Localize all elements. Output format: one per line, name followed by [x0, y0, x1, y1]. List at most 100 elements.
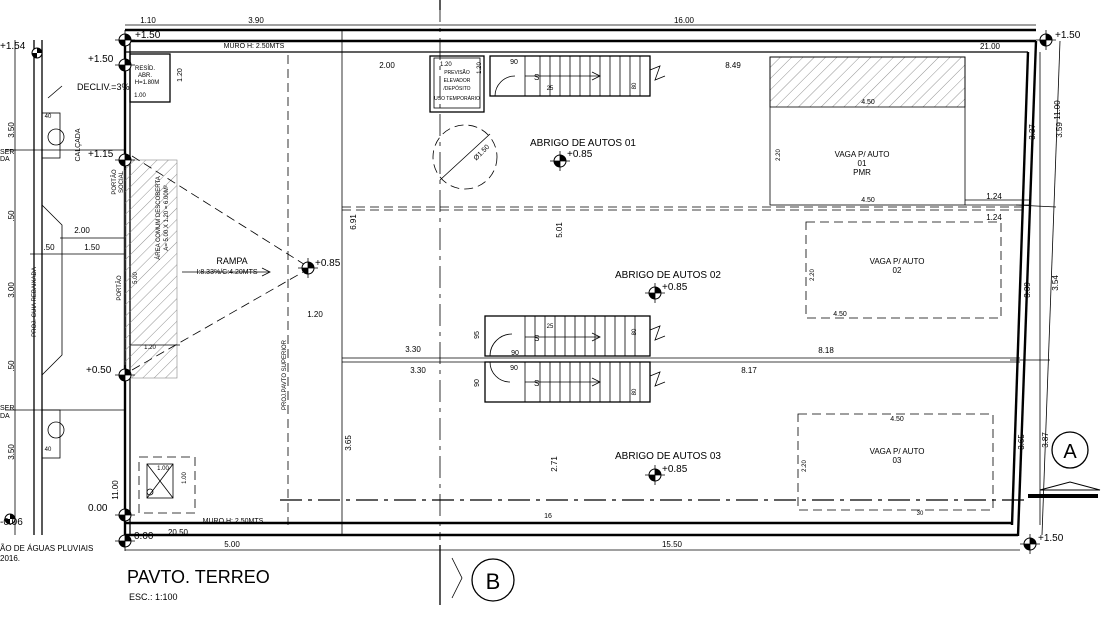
wall-note: MURO H: 2.50MTS: [203, 518, 264, 525]
level-text: +0.85: [662, 464, 688, 475]
stair-s: S: [534, 334, 539, 343]
dim-text: 3.54: [1051, 275, 1060, 291]
level-text: +1.50: [1038, 533, 1064, 544]
dim-text: 2.20: [810, 269, 816, 281]
ramp-label: I:8.33%/C:4.20MTS: [196, 269, 257, 276]
dim-text: 4.50: [890, 416, 904, 423]
ramp-lines: [131, 155, 311, 371]
dim-text: 3.39: [1023, 282, 1032, 298]
level-marker-symbol: [115, 505, 135, 525]
area-label: A= 5.00 X 1.20 = 6.00M²: [164, 185, 170, 250]
sidewalk-strip: [5, 40, 125, 535]
dim-text: 3.65: [344, 435, 353, 451]
vaga-01-hatch: [769, 56, 966, 108]
dim-text: 4.50: [861, 197, 875, 204]
level-marker-symbol: [115, 55, 135, 75]
vaga-label: VAGA P/ AUTO: [870, 447, 925, 456]
dim-text: 90: [511, 350, 519, 357]
vaga-label: 01: [858, 159, 867, 168]
turning-circle: [432, 124, 498, 190]
dim-text: 1.20: [440, 62, 452, 68]
level-text: +0.50: [86, 365, 112, 376]
dim-text: 2.20: [776, 149, 782, 161]
dim-text: 80: [632, 82, 638, 89]
drain-box: [138, 456, 196, 514]
residue-shelter: [129, 53, 171, 103]
dim-text: .50: [7, 210, 16, 222]
level-marker-symbol: [1020, 534, 1040, 554]
room-label: ABRIGO DE AUTOS 02: [615, 270, 721, 281]
dim-text: 2.71: [550, 456, 559, 472]
dim-text: 2.20: [802, 460, 808, 472]
dim-text: 1.24: [986, 213, 1002, 222]
dim-text: 90: [510, 365, 518, 372]
ser-note: DA: [0, 413, 10, 420]
dim-text: 6.91: [349, 214, 358, 230]
pluviais-note: ÃO DE ÁGUAS PLUVIAIS: [0, 544, 93, 553]
dim-text: 3.59: [1055, 122, 1064, 138]
level-text: +1.50: [1055, 30, 1081, 41]
dim-text: 15.50: [662, 540, 683, 549]
dim-text: 3.00: [7, 282, 16, 298]
level-marker-symbol: [115, 150, 135, 170]
drawing-scale: ESC.: 1:100: [129, 592, 178, 602]
dim-text: 4.50: [861, 99, 875, 106]
staircase-low: [484, 361, 666, 403]
level-text: +1.50: [88, 54, 114, 65]
level-text: +0.85: [315, 258, 341, 269]
perimeter-walls: [123, 28, 1038, 537]
level-marker-symbol: [645, 283, 665, 303]
staircase-top: [489, 55, 666, 97]
level-text: +0.85: [567, 149, 593, 160]
dim-text: 3.30: [410, 366, 426, 375]
level-marker-symbol: [645, 465, 665, 485]
room-label: ABRIGO DE AUTOS 03: [615, 451, 721, 462]
dim-text: 16.00: [674, 16, 695, 25]
dim-text: 40: [45, 447, 52, 453]
circle-dim: Ø1.50: [473, 144, 492, 163]
plan-texts: 1.10 3.90 16.00 21.00 MURO H: 2.50MTS MU…: [0, 16, 1081, 602]
level-marker-symbol: [115, 531, 135, 551]
level-text: +1.54: [0, 41, 26, 52]
vaga-label: VAGA P/ AUTO: [870, 257, 925, 266]
dim-text: 40: [45, 114, 52, 120]
level-marker-symbol: [115, 30, 135, 50]
curb-label: PROJ. GUIA REBAIXADA: [32, 267, 38, 337]
dim-text: 3.50: [7, 444, 16, 460]
vaga-label: 03: [893, 456, 902, 465]
dim-text: 5.00: [133, 272, 139, 284]
sidewalk-label: CALÇADA: [75, 128, 82, 161]
year-note: 2016.: [0, 554, 20, 563]
vaga-label: 02: [893, 266, 902, 275]
ser-note: SER: [0, 405, 14, 412]
level-text: +1.50: [135, 30, 161, 41]
dim-text: 3.90: [248, 16, 264, 25]
gate-label: PORTÃO: [111, 169, 118, 195]
dim-text: 25: [547, 86, 554, 92]
dim-text: 20.50: [168, 528, 189, 537]
stair-s: S: [534, 379, 539, 388]
dim-text: 4.50: [833, 311, 847, 318]
elevator-box: [429, 55, 485, 113]
residue-label: H=1.80M: [135, 80, 160, 86]
level-marker-symbol: [550, 151, 570, 171]
stair-s: S: [534, 73, 539, 82]
elevator-label: PREVISÃO: [444, 69, 470, 76]
slope-label: DECLIV.=3%: [77, 82, 129, 92]
area-label: ÁREA COMUM DESCOBERTA: [155, 176, 162, 259]
level-marker-symbol: [4, 513, 16, 525]
residue-label: ABR.: [138, 73, 152, 79]
dim-text: 11.00: [1053, 100, 1062, 120]
dim-text: .50: [43, 243, 55, 252]
level-text: 0.00: [88, 503, 108, 514]
level-marker-symbol: [31, 47, 43, 59]
staircase-mid: [484, 315, 666, 357]
dim-text: 1.10: [140, 16, 156, 25]
dim-text: 8.18: [818, 346, 834, 355]
dim-text: 1.20: [177, 68, 184, 82]
room-label: ABRIGO DE AUTOS 01: [530, 138, 636, 149]
dim-text: 80: [632, 328, 638, 335]
elevator-label: USO TEMPORÁRIO: [434, 95, 480, 102]
drawing-title: PAVTO. TERREO: [127, 567, 270, 587]
elevator-label: ELEVADOR: [444, 78, 471, 84]
